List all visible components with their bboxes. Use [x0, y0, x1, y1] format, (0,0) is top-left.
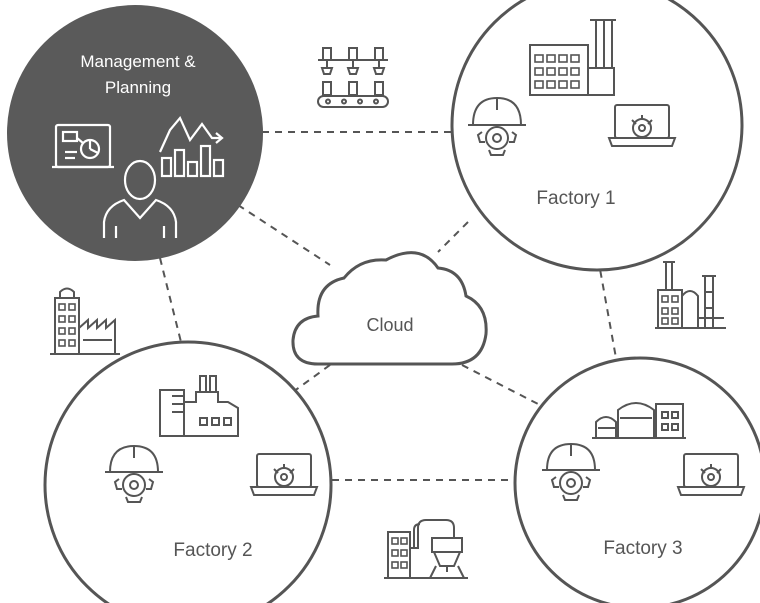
- factory3-label: Factory 3: [603, 538, 682, 559]
- robotic-assembly-icon: [317, 47, 389, 108]
- hardhat-gear-icon: [105, 444, 163, 503]
- bar-chart-icon: [160, 144, 225, 178]
- laptop-gear-icon: [676, 453, 746, 496]
- hardhat-gear-icon: [468, 96, 526, 156]
- factory1-label: Factory 1: [536, 188, 615, 209]
- link-management-cloud: [237, 204, 331, 266]
- presentation-icon: [52, 123, 114, 169]
- industrial-plant-icon: [655, 261, 726, 329]
- industrial-plant-icon: [50, 287, 120, 355]
- factory2-node[interactable]: Factory 2: [43, 340, 333, 603]
- link-cloud-factory3: [461, 364, 541, 406]
- refinery-icon: [592, 402, 686, 439]
- laptop-gear-icon: [607, 104, 677, 147]
- management-title-line2: Planning: [105, 78, 171, 97]
- cloud-node[interactable]: Cloud: [291, 251, 488, 366]
- factory-building-icon: [529, 19, 616, 96]
- link-management-factory2: [159, 257, 186, 359]
- pipeline-silo-icon: [384, 519, 468, 579]
- laptop-gear-icon: [249, 453, 319, 496]
- line-chart-icon: [158, 115, 224, 153]
- factory2-label: Factory 2: [173, 540, 252, 561]
- cloud-icon: [291, 251, 488, 366]
- cloud-label: Cloud: [366, 315, 413, 335]
- management-planning-node[interactable]: Management & Planning: [7, 5, 263, 261]
- link-factory1-factory3: [597, 257, 617, 359]
- management-title-line1: Management &: [80, 52, 196, 71]
- factory3-node[interactable]: Factory 3: [513, 356, 760, 603]
- hardhat-gear-icon: [542, 442, 600, 501]
- link-factory1-cloud: [437, 221, 469, 253]
- factory-building-icon: [159, 375, 239, 437]
- factory1-node[interactable]: Factory 1: [450, 0, 744, 272]
- person-icon: [102, 159, 178, 238]
